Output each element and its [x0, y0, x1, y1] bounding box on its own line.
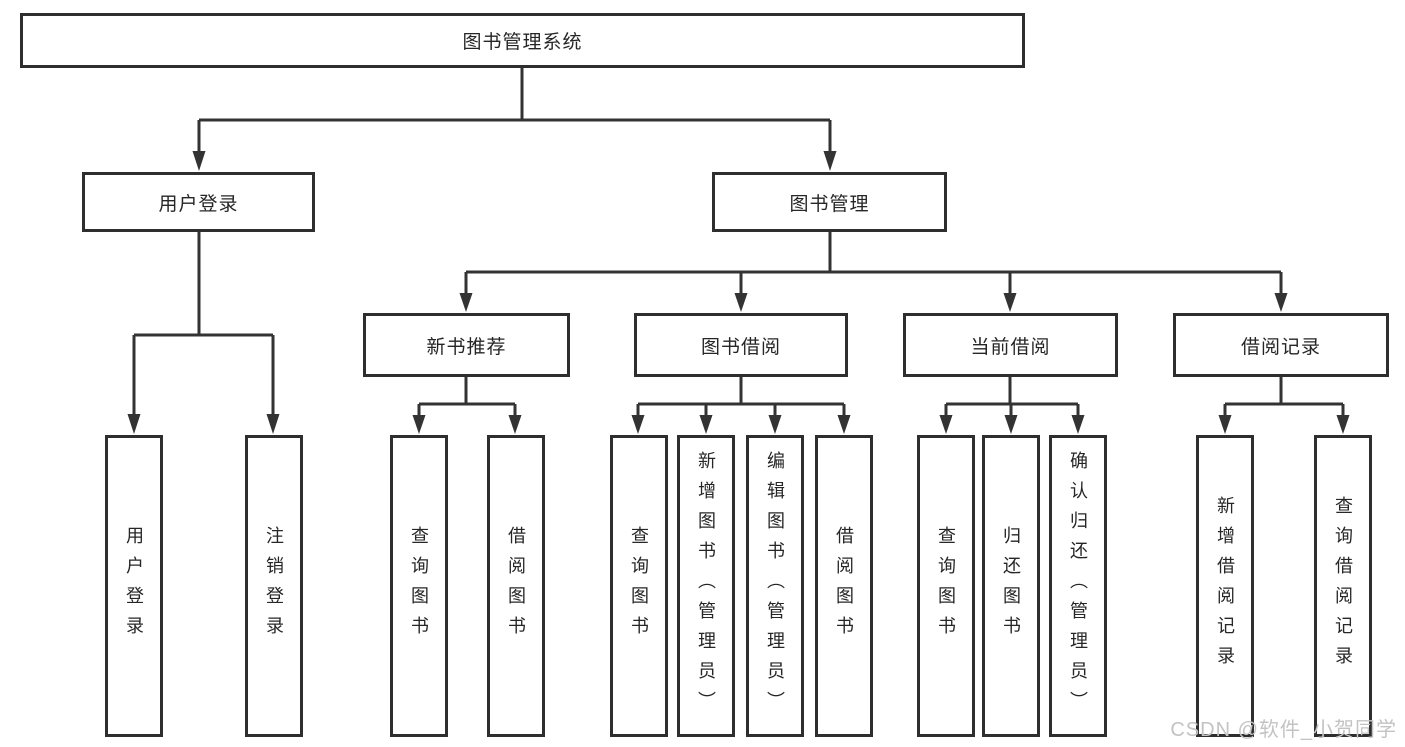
node-book-borrow: 图书借阅	[634, 313, 848, 377]
leaf-return-books: 归还图书	[982, 435, 1040, 737]
leaf-current-query-books-label: 查询图书	[936, 526, 956, 646]
leaf-return-books-label: 归还图书	[1001, 526, 1021, 646]
node-library-system-label: 图书管理系统	[462, 32, 583, 53]
leaf-recommend-borrow-books-label: 借阅图书	[506, 526, 526, 646]
leaf-add-books-admin: 新增图书（管理员）	[677, 435, 735, 737]
node-new-book-recommend-label: 新书推荐	[426, 336, 507, 358]
connector-borrow-records-to-leaves	[1218, 377, 1350, 434]
leaf-recommend-query-books: 查询图书	[390, 435, 448, 737]
connector-current-borrow-to-leaves	[939, 377, 1085, 434]
leaf-query-borrow-record: 查询借阅记录	[1314, 435, 1372, 737]
leaf-borrow-books: 借阅图书	[815, 435, 873, 737]
node-book-borrow-label: 图书借阅	[700, 336, 781, 358]
connector-book-borrow-to-leaves	[631, 377, 851, 434]
leaf-add-books-admin-label: 新增图书（管理员）	[696, 451, 716, 721]
leaf-confirm-return-admin: 确认归还（管理员）	[1049, 435, 1107, 737]
leaf-recommend-borrow-books: 借阅图书	[487, 435, 545, 737]
connector-user-login-to-leaves	[127, 232, 280, 434]
leaf-borrow-books-label: 借阅图书	[834, 526, 854, 646]
leaf-add-borrow-record: 新增借阅记录	[1196, 435, 1254, 737]
connector-root-to-level2	[192, 68, 837, 171]
node-library-system: 图书管理系统	[20, 13, 1025, 68]
node-user-login: 用户登录	[82, 172, 315, 232]
node-current-borrow: 当前借阅	[903, 313, 1118, 377]
node-borrow-records: 借阅记录	[1173, 313, 1389, 377]
leaf-borrow-query-books: 查询图书	[610, 435, 668, 737]
node-borrow-records-label: 借阅记录	[1240, 336, 1321, 358]
connector-book-management-to-level3	[459, 232, 1288, 312]
node-user-login-label: 用户登录	[158, 193, 239, 215]
watermark-text: CSDN @软件_小贺同学	[1170, 719, 1397, 741]
leaf-logout-label: 注销登录	[264, 526, 284, 646]
leaf-add-borrow-record-label: 新增借阅记录	[1215, 496, 1235, 676]
node-book-management: 图书管理	[712, 172, 947, 232]
leaf-user-login-label: 用户登录	[124, 526, 144, 646]
leaf-borrow-query-books-label: 查询图书	[629, 526, 649, 646]
node-book-management-label: 图书管理	[789, 193, 870, 215]
leaf-logout: 注销登录	[245, 435, 303, 737]
connector-new-book-recommend-to-leaves	[412, 377, 522, 434]
leaf-edit-books-admin: 编辑图书（管理员）	[746, 435, 804, 737]
node-new-book-recommend: 新书推荐	[363, 313, 570, 377]
leaf-query-borrow-record-label: 查询借阅记录	[1333, 496, 1353, 676]
leaf-current-query-books: 查询图书	[917, 435, 975, 737]
leaf-recommend-query-books-label: 查询图书	[409, 526, 429, 646]
leaf-edit-books-admin-label: 编辑图书（管理员）	[765, 451, 785, 721]
node-current-borrow-label: 当前借阅	[970, 336, 1051, 358]
leaf-confirm-return-admin-label: 确认归还（管理员）	[1068, 451, 1088, 721]
leaf-user-login: 用户登录	[105, 435, 163, 737]
